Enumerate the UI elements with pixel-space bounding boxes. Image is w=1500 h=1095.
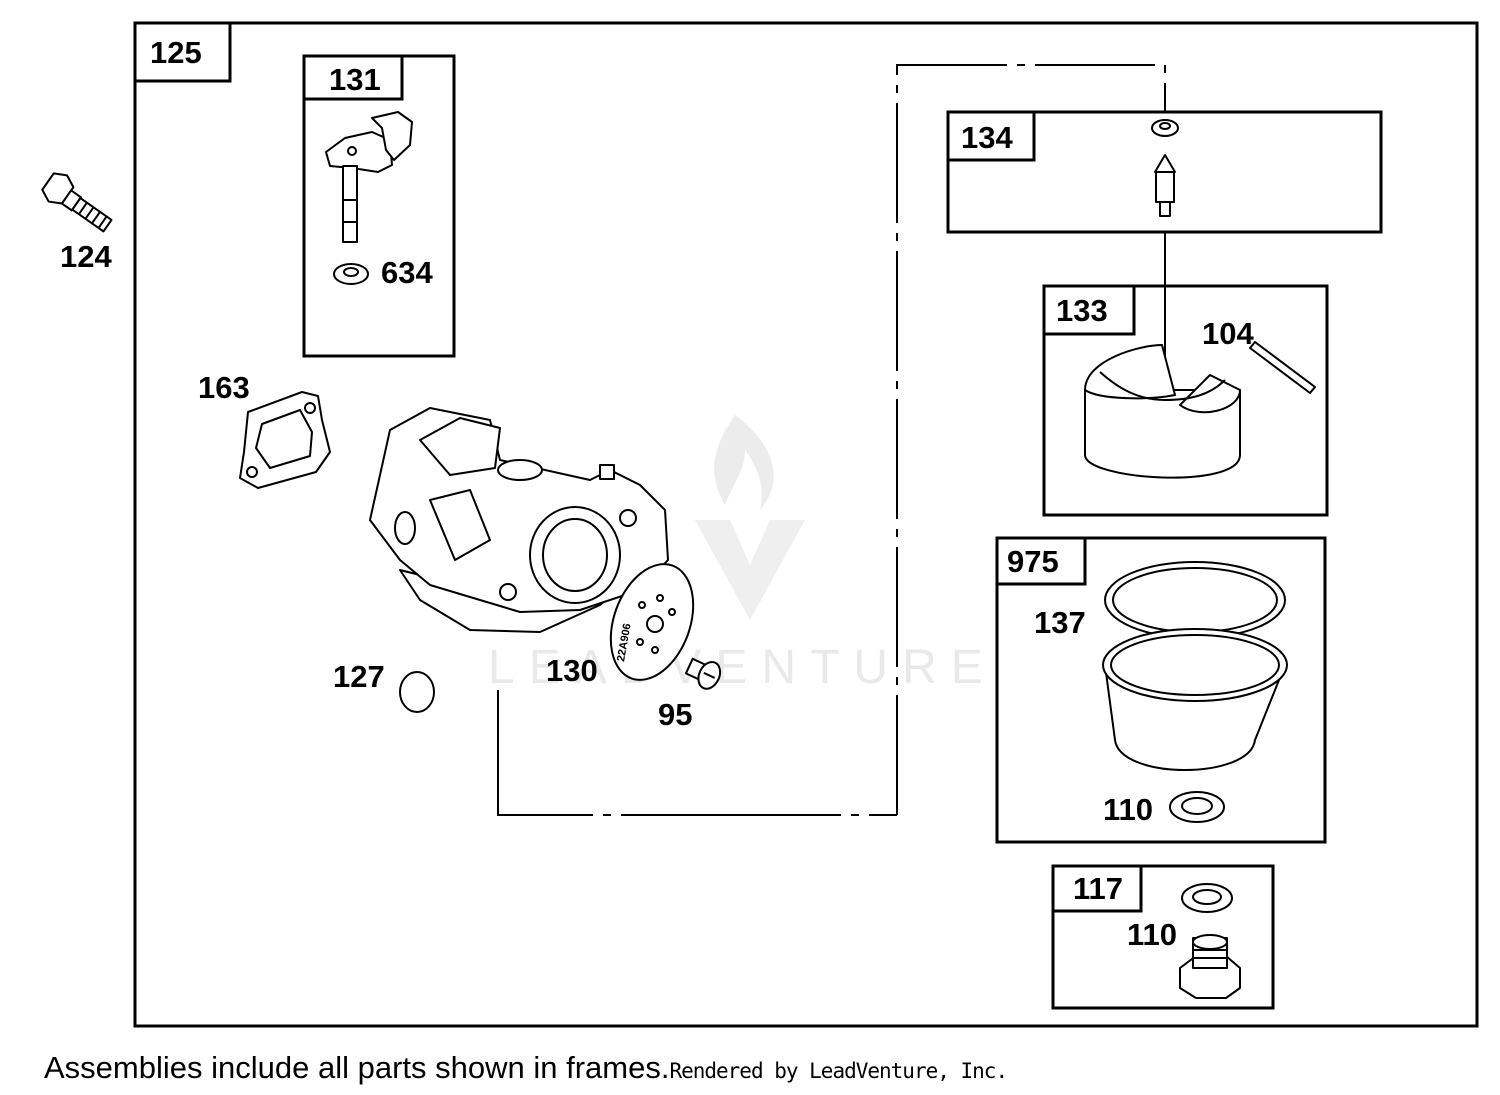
leadventure-watermark: LEADVENTURE bbox=[488, 415, 997, 694]
float-133 bbox=[1084, 344, 1241, 479]
part-110-drain-label: 110 bbox=[1127, 917, 1177, 952]
seal-634 bbox=[333, 263, 369, 285]
render-credit: Rendered by LeadVenture, Inc. bbox=[669, 1059, 1008, 1083]
part-130-label: 130 bbox=[546, 653, 598, 688]
frame-117: 117 110 bbox=[1051, 864, 1275, 1010]
screw-95: 95 bbox=[658, 657, 722, 732]
frame-117-label: 117 bbox=[1073, 871, 1123, 906]
o-ring-137 bbox=[1104, 561, 1286, 639]
part-634-label: 634 bbox=[381, 255, 433, 290]
frame-125: 125 bbox=[133, 21, 1479, 1028]
washer-110-bowl bbox=[1169, 791, 1225, 823]
frame-131-label: 131 bbox=[329, 62, 381, 97]
needle-seat-134 bbox=[1151, 119, 1179, 217]
carburetor-body bbox=[369, 407, 669, 633]
part-127-label: 127 bbox=[333, 659, 385, 694]
frame-131: 131 634 bbox=[302, 54, 456, 358]
frame-134: 134 bbox=[946, 110, 1383, 234]
frame-133: 133 104 bbox=[1042, 284, 1329, 517]
pin-104 bbox=[1249, 341, 1316, 394]
screw-124: 124 bbox=[41, 172, 113, 274]
frame-125-label: 125 bbox=[150, 35, 202, 70]
float-bowl bbox=[1102, 628, 1288, 771]
frame-133-label: 133 bbox=[1056, 293, 1108, 328]
frame-134-label: 134 bbox=[961, 120, 1013, 155]
drain-screw-117 bbox=[1179, 934, 1241, 999]
footer: Assemblies include all parts shown in fr… bbox=[44, 1050, 1008, 1086]
assemblies-note: Assemblies include all parts shown in fr… bbox=[44, 1050, 670, 1085]
welch-plug-127: 127 bbox=[333, 659, 435, 713]
part-163-label: 163 bbox=[198, 370, 250, 405]
gasket-163: 163 bbox=[198, 370, 331, 489]
frame-975-label: 975 bbox=[1007, 544, 1059, 579]
washer-110-drain bbox=[1181, 883, 1233, 913]
part-110-bowl-label: 110 bbox=[1103, 792, 1153, 827]
part-95-label: 95 bbox=[658, 697, 692, 732]
throttle-shaft-131 bbox=[325, 111, 413, 243]
connector-lines bbox=[497, 64, 1166, 816]
part-137-label: 137 bbox=[1034, 605, 1086, 640]
part-104-label: 104 bbox=[1202, 316, 1254, 351]
frame-975: 975 137 110 bbox=[995, 536, 1327, 844]
watermark-text: LEADVENTURE bbox=[488, 641, 997, 694]
part-124-label: 124 bbox=[60, 239, 112, 274]
plate-130: 22A906 130 bbox=[546, 563, 695, 688]
